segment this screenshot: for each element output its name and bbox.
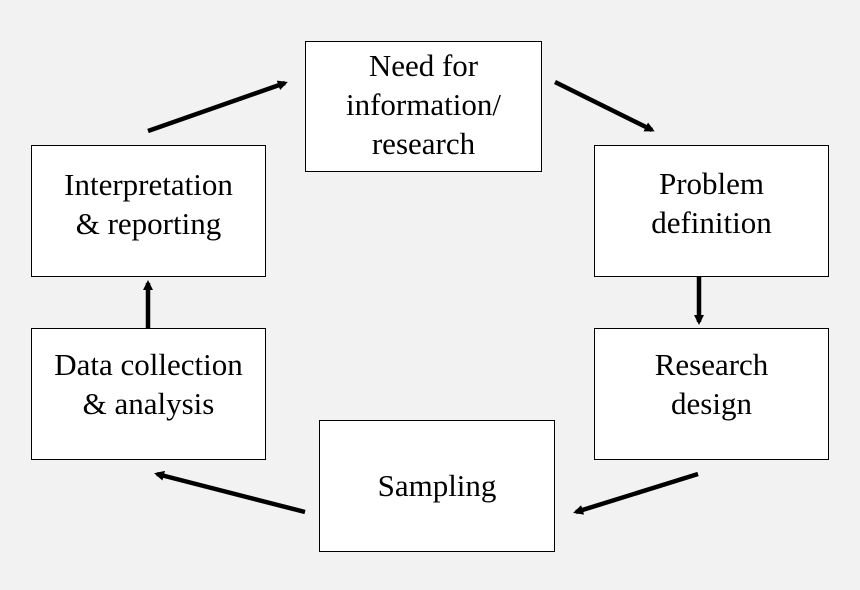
arrow-design-to-sampling — [573, 471, 699, 515]
node-interpretation-reporting-label: Interpretation & reporting — [64, 167, 233, 241]
node-sampling-label: Sampling — [377, 468, 497, 503]
node-interpretation-reporting: Interpretation & reporting — [31, 145, 266, 277]
node-research-design-label: Research design — [654, 347, 769, 421]
node-research-design: Research design — [594, 328, 829, 460]
arrow-interpretation-to-need — [147, 80, 288, 134]
node-need-for-information: Need for information/ research — [305, 41, 542, 172]
node-sampling: Sampling — [319, 420, 555, 552]
node-need-for-information-label: Need for information/ research — [346, 48, 501, 161]
node-problem-definition-label: Problem definition — [651, 166, 772, 240]
arrow-sampling-to-data — [154, 470, 306, 515]
node-data-collection: Data collection & analysis — [31, 328, 266, 460]
arrow-need-to-problem — [554, 79, 655, 133]
node-problem-definition: Problem definition — [594, 145, 829, 277]
node-data-collection-label: Data collection & analysis — [54, 347, 243, 421]
